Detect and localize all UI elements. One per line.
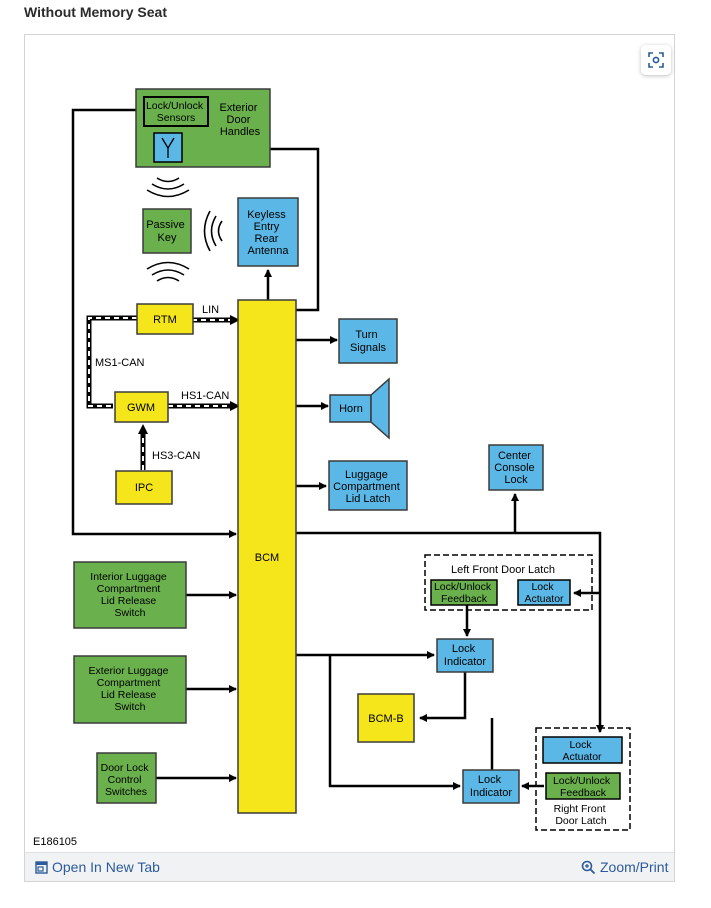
wireless-signal-icon bbox=[146, 177, 223, 282]
page-title: Without Memory Seat bbox=[24, 4, 167, 20]
center-console-lock-box: Center Console Lock bbox=[488, 444, 544, 491]
bcm-label: BCM bbox=[255, 552, 279, 564]
antenna-icon bbox=[161, 137, 175, 158]
zoom-print-link[interactable]: Zoom/Print bbox=[581, 859, 668, 875]
lock-indicator-2-box: Lock Indicator bbox=[462, 769, 520, 804]
diagram-footer: Open In New Tab Zoom/Print bbox=[25, 852, 674, 881]
passive-key-box: Passive Key bbox=[142, 208, 192, 254]
ipc-box: IPC bbox=[115, 470, 173, 505]
bcm-b-box: BCM-B bbox=[357, 693, 415, 743]
center-console-lock-label: Center Console Lock bbox=[494, 450, 537, 486]
open-new-tab-link[interactable]: Open In New Tab bbox=[35, 859, 160, 875]
lock-indicator-1-label: Lock Indicator bbox=[444, 643, 487, 668]
exterior-release-switch-box: Exterior Luggage Compartment Lid Release… bbox=[73, 655, 187, 724]
right-front-door-latch-label: Right Front Door Latch bbox=[554, 803, 609, 827]
turn-signals-label: Turn Signals bbox=[350, 329, 387, 354]
lin-label: LIN bbox=[202, 304, 219, 316]
figure-id: E186105 bbox=[33, 836, 77, 848]
left-front-door-latch-group: Left Front Door Latch Lock/Unlock Feedba… bbox=[424, 554, 593, 611]
luggage-latch-label: Luggage Compartment Lid Latch bbox=[333, 469, 403, 505]
lf-feedback-label: Lock/Unlock Feedback bbox=[434, 581, 494, 605]
rf-feedback-label: Lock/Unlock Feedback bbox=[553, 775, 613, 799]
hs3-can-label: HS3-CAN bbox=[152, 450, 200, 462]
rtm-box: RTM bbox=[136, 303, 194, 335]
focus-zoom-button[interactable] bbox=[641, 45, 671, 75]
ms1-can-label: MS1-CAN bbox=[95, 357, 145, 369]
door-handle-antenna bbox=[153, 132, 183, 163]
exterior-release-switch-label: Exterior Luggage Compartment Lid Release… bbox=[89, 665, 172, 713]
horn-box: Horn bbox=[329, 377, 390, 440]
left-front-door-latch-label: Left Front Door Latch bbox=[451, 564, 555, 576]
lock-indicator-1-box: Lock Indicator bbox=[436, 638, 494, 673]
zoom-print-label: Zoom/Print bbox=[600, 859, 669, 875]
network-lines bbox=[86, 315, 240, 470]
lock-unlock-sensors-box: Lock/Unlock Sensors bbox=[143, 96, 209, 127]
interior-release-switch-box: Interior Luggage Compartment Lid Release… bbox=[73, 561, 187, 629]
passive-key-label: Passive Key bbox=[146, 219, 188, 244]
right-front-door-latch-group: Lock Actuator Lock/Unlock Feedback Right… bbox=[535, 727, 631, 831]
speaker-icon bbox=[370, 377, 390, 440]
horn-label: Horn bbox=[339, 403, 363, 415]
rtm-label: RTM bbox=[153, 314, 177, 326]
zoom-icon bbox=[581, 860, 596, 874]
gwm-label: GWM bbox=[127, 402, 155, 414]
focus-icon bbox=[648, 52, 664, 68]
turn-signals-box: Turn Signals bbox=[338, 318, 398, 364]
door-lock-switches-box: Door Lock Control Switches bbox=[96, 752, 157, 804]
lf-actuator-label: Lock Actuator bbox=[524, 581, 564, 605]
keyless-entry-antenna-label: Keyless Entry Rear Antenna bbox=[247, 209, 289, 257]
lock-unlock-sensors-label: Lock/Unlock Sensors bbox=[146, 100, 206, 124]
gwm-box: GWM bbox=[114, 391, 169, 423]
bcm-b-label: BCM-B bbox=[368, 713, 403, 725]
rf-actuator-label: Lock Actuator bbox=[562, 739, 602, 763]
lock-indicator-2-label: Lock Indicator bbox=[470, 774, 513, 799]
interior-release-switch-label: Interior Luggage Compartment Lid Release… bbox=[90, 571, 169, 619]
open-tab-icon bbox=[35, 860, 48, 874]
connection-lines bbox=[71, 108, 604, 790]
hs1-can-label: HS1-CAN bbox=[181, 390, 229, 402]
door-lock-switches-label: Door Lock Control Switches bbox=[101, 762, 152, 798]
exterior-door-handles-label: Exterior Door Handles bbox=[220, 102, 261, 138]
luggage-latch-box: Luggage Compartment Lid Latch bbox=[328, 460, 408, 511]
bcm-box: BCM bbox=[237, 299, 297, 814]
keyless-entry-antenna-box: Keyless Entry Rear Antenna bbox=[237, 197, 299, 267]
ipc-label: IPC bbox=[135, 482, 153, 494]
open-new-tab-label: Open In New Tab bbox=[52, 859, 160, 875]
